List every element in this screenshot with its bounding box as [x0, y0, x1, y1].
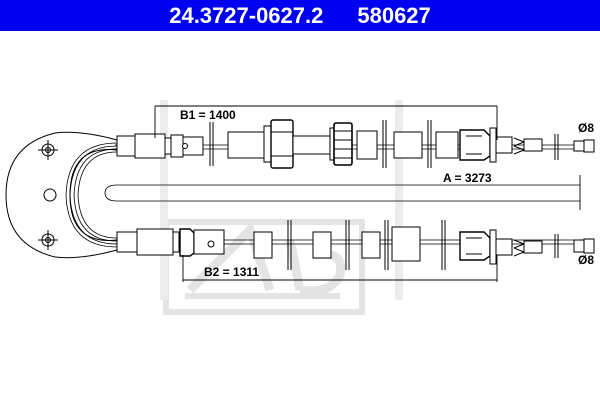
diameter-bottom-label: Ø8 — [578, 253, 594, 267]
top-cable-assembly — [115, 119, 595, 169]
dimension-b1-label: B1 = 1400 — [180, 108, 236, 122]
title-bar: 24.3727-0627.2 580627 — [0, 0, 600, 31]
diameter-top-label: Ø8 — [578, 121, 594, 135]
bottom-cable-assembly — [115, 220, 595, 270]
dimension-b2-label: B2 = 1311 — [204, 265, 259, 279]
watermark-bar — [395, 100, 403, 300]
cable-bend — [65, 142, 118, 248]
reference-number: 580627 — [357, 2, 431, 28]
part-number: 24.3727-0627.2 — [169, 2, 324, 28]
dimension-a-label: A = 3273 — [443, 171, 492, 185]
dimension-lines — [154, 105, 581, 282]
cable-loop-outline — [104, 184, 580, 202]
watermark-bar — [160, 100, 168, 300]
